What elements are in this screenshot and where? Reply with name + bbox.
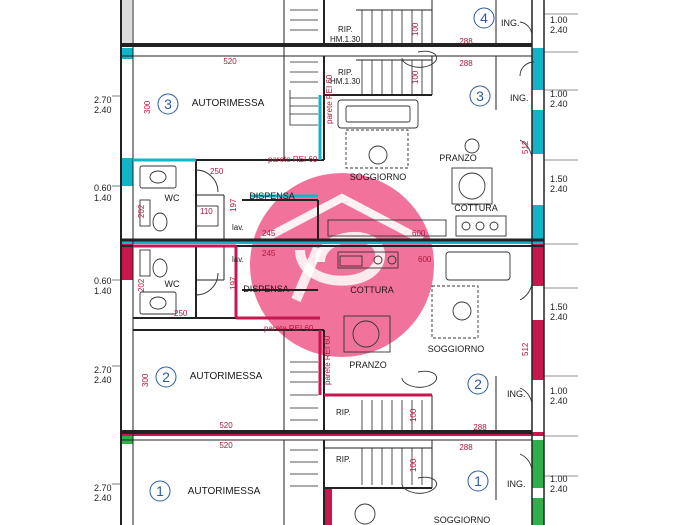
unit-number-1-house: 1 [474, 473, 482, 489]
cottura-label-2: COTTURA [350, 285, 394, 295]
unit-number-2-house: 2 [474, 376, 482, 392]
ext-window-2-top: 1.50 [550, 302, 568, 312]
garage-label-2: AUTORIMESSA [190, 371, 263, 382]
ext-window-3-top: 1.50 [550, 174, 568, 184]
cottura-label-3: COTTURA [454, 203, 498, 213]
ext-ing-3-bottom: 2.40 [550, 99, 568, 109]
dim-245-2: 245 [262, 249, 276, 258]
watermark-logo [250, 173, 434, 357]
dim-250-2: 250 [174, 309, 188, 318]
ing-label-4: ING. [501, 18, 520, 28]
dispensa-label-2: DISPENSA [243, 284, 289, 294]
ext-garage-3-top: 2.70 [94, 95, 112, 105]
ext-ing-4-bottom: 2.40 [550, 25, 568, 35]
unit-number-markers [149, 7, 495, 502]
dim-garage-length-3: 520 [223, 57, 237, 66]
ext-garage-2-top: 2.70 [94, 365, 112, 375]
dim-100-2: 100 [409, 408, 418, 422]
ing-label-2: ING. [507, 389, 526, 399]
dim-250-3: 250 [210, 167, 224, 176]
unit-number-2-garage: 2 [162, 369, 170, 385]
garage-label-1: AUTORIMESSA [188, 486, 261, 497]
ext-wc-3-bottom: 1.40 [94, 193, 112, 203]
rei-wall-label-3: parete REI 60 [268, 155, 318, 164]
ext-ing-3-top: 1.00 [550, 89, 568, 99]
stair-label-2: RIP. [336, 408, 351, 417]
dim-512-3: 512 [521, 140, 530, 154]
dim-245-3: 245 [262, 229, 276, 238]
ing-label-1: ING. [507, 479, 526, 489]
furniture [139, 21, 535, 525]
dim-600-3: 600 [412, 229, 426, 238]
rei-wall-label-2: parete REI 60 [264, 324, 314, 333]
stair-label-3-line2: HM.1.30 [330, 77, 361, 86]
pranzo-label-3: PRANZO [439, 153, 477, 163]
ext-ing-4-top: 1.00 [550, 15, 568, 25]
dim-300-3: 300 [143, 100, 152, 114]
dim-202-3: 202 [137, 204, 146, 218]
dim-300-2: 300 [141, 373, 150, 387]
ext-ing-1-top: 1.00 [550, 474, 568, 484]
ext-wc-2-top: 0.60 [94, 276, 112, 286]
left-facade-measures: 2.70 2.40 0.60 1.40 0.60 1.40 2.70 2.40 … [94, 95, 120, 503]
stair-label-4-line1: RIP. [338, 25, 353, 34]
unit-number-3-house: 3 [476, 88, 484, 104]
dim-garage-length-1: 520 [219, 441, 233, 450]
dim-600-2: 600 [418, 255, 432, 264]
ext-window-3-bottom: 2.40 [550, 184, 568, 194]
rei-wall-vertical-3: parete REI 60 [325, 74, 334, 124]
right-facade-measures: 1.00 2.40 1.00 2.40 1.50 2.40 1.50 2.40 … [544, 13, 578, 494]
lav-label-2: lav. [232, 255, 244, 264]
dim-100-4: 100 [411, 22, 420, 36]
dim-197-3: 197 [229, 198, 238, 212]
rei-wall-vertical-2: parete REI 60 [323, 335, 332, 385]
ext-ing-2-bottom: 2.40 [550, 396, 568, 406]
unit-number-1-garage: 1 [156, 483, 164, 499]
dim-100-3: 100 [411, 70, 420, 84]
unit-number-3-garage: 3 [164, 96, 172, 112]
rotated-dimensions: 300 300 100 100 100 100 parete REI 60 pa… [137, 22, 530, 472]
ext-ing-1-bottom: 2.40 [550, 484, 568, 494]
ext-window-2-bottom: 2.40 [550, 312, 568, 322]
pranzo-label-2: PRANZO [349, 360, 387, 370]
dim-288-3: 288 [459, 59, 473, 68]
ext-wc-3-top: 0.60 [94, 183, 112, 193]
dim-288-1: 288 [459, 443, 473, 452]
lav-label-3: lav. [232, 223, 244, 232]
ext-wc-2-bottom: 1.40 [94, 286, 112, 296]
stair-label-1: RIP. [336, 455, 351, 464]
ext-ing-2-top: 1.00 [550, 386, 568, 396]
dim-288-4: 288 [459, 37, 473, 46]
unit-number-4: 4 [480, 10, 488, 26]
ext-garage-1-top: 2.70 [94, 483, 112, 493]
dispensa-label-3: DISPENSA [249, 191, 295, 201]
wc-label-2: WC [165, 279, 180, 289]
dim-100-1: 100 [409, 458, 418, 472]
soggiorno-label-2: SOGGIORNO [428, 344, 485, 354]
wc-label-3: WC [165, 193, 180, 203]
ext-garage-1-bottom: 2.40 [94, 493, 112, 503]
ing-label-3: ING. [510, 93, 529, 103]
rei-walls [133, 95, 432, 397]
dim-garage-length-2: 520 [219, 421, 233, 430]
soggiorno-label-3: SOGGIORNO [350, 172, 407, 182]
soggiorno-label-1: SOGGIORNO [434, 515, 491, 525]
stair-label-3-line1: RIP. [338, 68, 353, 77]
ext-garage-2-bottom: 2.40 [94, 375, 112, 385]
dim-202-2: 202 [137, 278, 146, 292]
ext-garage-3-bottom: 2.40 [94, 105, 112, 115]
dim-288-2: 288 [473, 423, 487, 432]
dim-197-2: 197 [229, 276, 238, 290]
dim-110-3: 110 [200, 207, 213, 216]
garage-label-3: AUTORIMESSA [192, 98, 265, 109]
staircases [289, 9, 423, 487]
stair-label-4-line2: HM.1.30 [330, 35, 361, 44]
dim-512-2: 512 [521, 342, 530, 356]
